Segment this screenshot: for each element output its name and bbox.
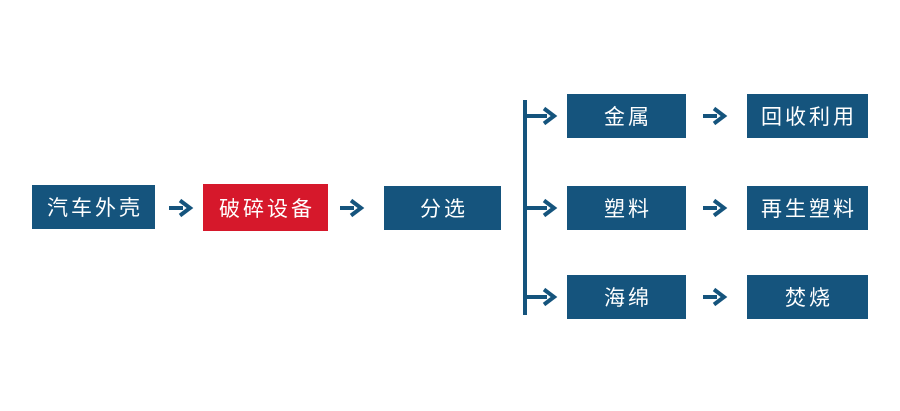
- branch-arrow-right-icon: [525, 106, 558, 126]
- node-recycled-plastic: 再生塑料: [747, 186, 868, 230]
- node-incineration-label: 焚烧: [785, 286, 833, 310]
- arrow-right-icon: [703, 287, 728, 307]
- node-sorting: 分选: [384, 186, 501, 230]
- node-plastic: 塑料: [567, 186, 686, 230]
- node-crusher-label: 破碎设备: [219, 196, 315, 221]
- node-car-shell: 汽车外壳: [32, 185, 155, 229]
- node-metal: 金属: [567, 94, 686, 138]
- node-plastic-label: 塑料: [604, 197, 652, 221]
- branch-arrow-right-icon: [525, 287, 558, 307]
- node-sponge: 海绵: [567, 275, 686, 319]
- node-recycled-plastic-label: 再生塑料: [761, 197, 857, 221]
- arrow-right-icon: [340, 198, 365, 218]
- node-metal-label: 金属: [604, 105, 652, 129]
- branch-arrow-right-icon: [525, 198, 558, 218]
- node-sponge-label: 海绵: [604, 286, 652, 310]
- arrow-right-icon: [703, 106, 728, 126]
- node-crusher: 破碎设备: [203, 184, 328, 231]
- node-sorting-label: 分选: [420, 197, 468, 221]
- arrow-right-icon: [703, 198, 728, 218]
- node-car-shell-label: 汽车外壳: [47, 196, 143, 220]
- node-incineration: 焚烧: [747, 275, 868, 319]
- node-recycle-reuse-label: 回收利用: [761, 105, 857, 129]
- arrow-right-icon: [169, 198, 194, 218]
- node-recycle-reuse: 回收利用: [747, 94, 868, 138]
